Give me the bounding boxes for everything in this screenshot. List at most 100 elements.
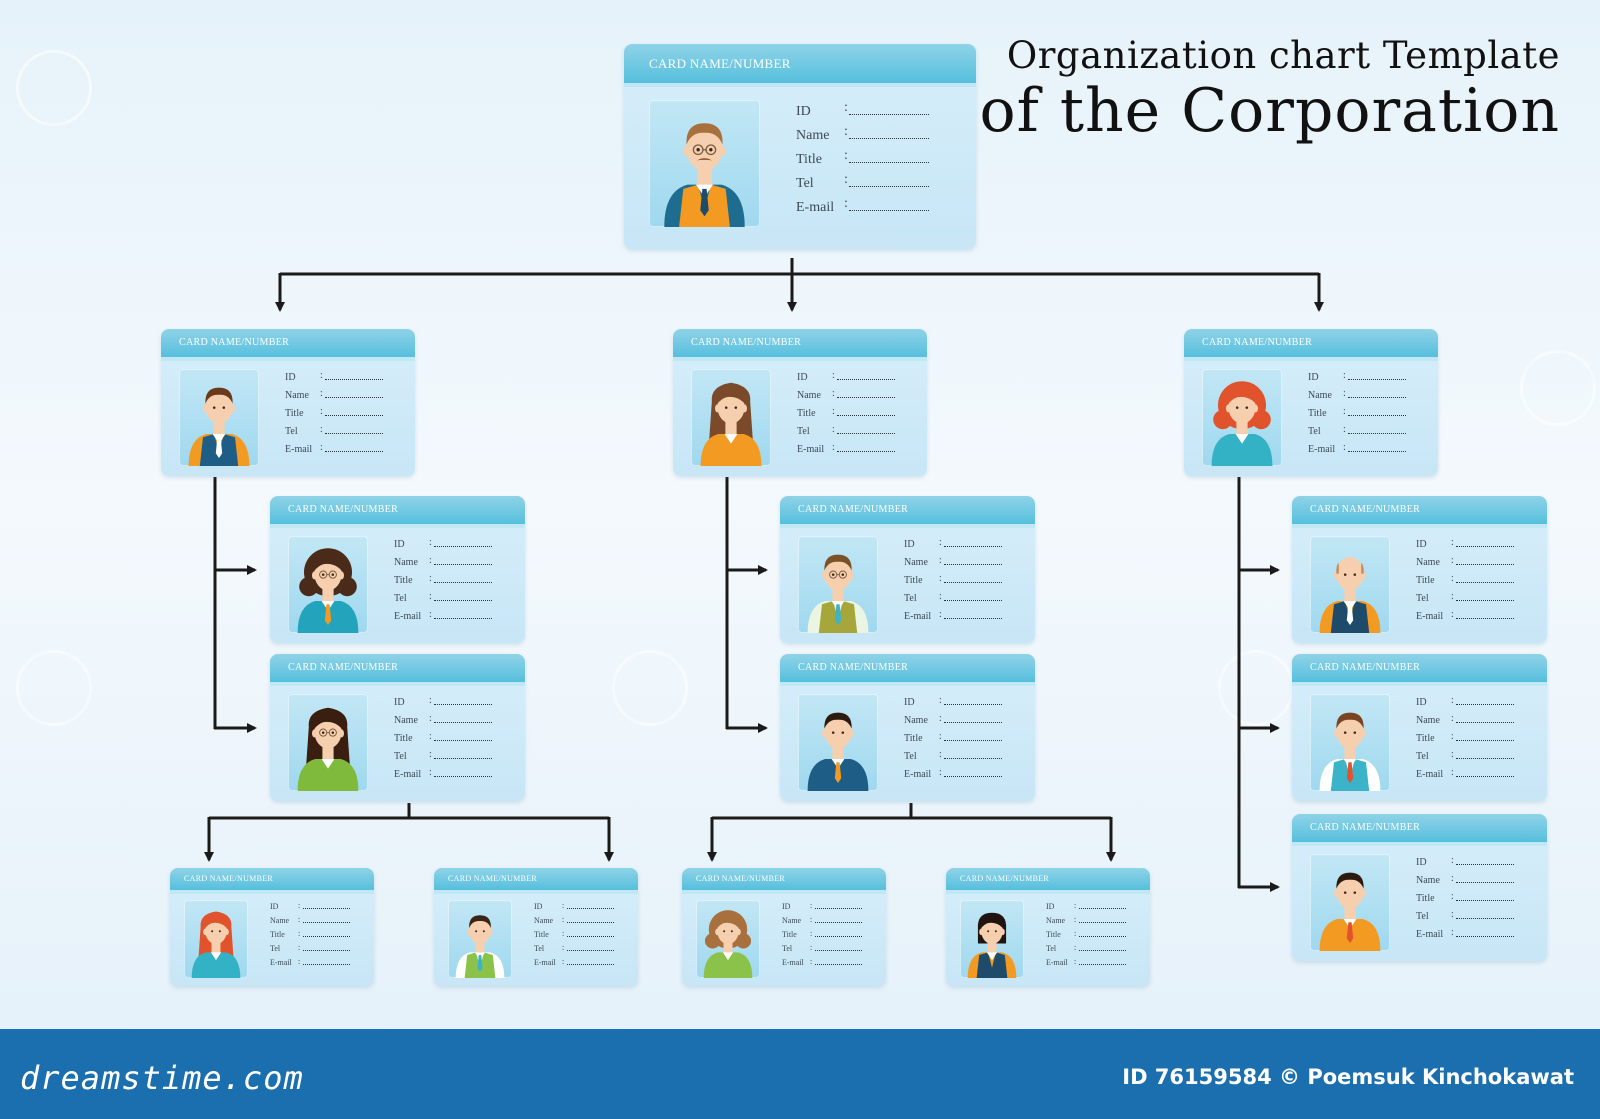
field-tel: Tel	[270, 943, 350, 958]
field-blank	[939, 713, 1002, 724]
watermark-icon	[16, 650, 92, 726]
field-email: E-mail	[394, 767, 492, 787]
field-id: ID	[1416, 855, 1514, 875]
footer-credit: ID 76159584 © Poemsuk Kinchokawat	[1122, 1065, 1574, 1089]
org-card-bottom-2: CARD NAME/NUMBERIDNameTitleTelE-mail	[434, 868, 638, 986]
field-id: ID	[1046, 901, 1126, 916]
field-email: E-mail	[1416, 767, 1514, 787]
org-card-right-staff-1: CARD NAME/NUMBERIDNameTitleTelE-mail	[1292, 496, 1547, 643]
org-card-bottom-1: CARD NAME/NUMBERIDNameTitleTelE-mail	[170, 868, 374, 986]
field-name: Name	[782, 915, 862, 930]
field-id: ID	[534, 901, 614, 916]
field-label: E-mail	[1308, 444, 1336, 455]
field-blank	[1343, 370, 1406, 381]
field-label: ID	[796, 104, 811, 119]
field-label: E-mail	[904, 611, 932, 622]
field-email: E-mail	[1308, 442, 1406, 462]
field-email: E-mail	[904, 609, 1002, 629]
field-blank	[810, 901, 862, 910]
card-header: CARD NAME/NUMBER	[682, 868, 886, 894]
avatar-woman-red-hair-teal-top	[184, 900, 248, 978]
field-blank	[1451, 909, 1514, 920]
card-header: CARD NAME/NUMBER	[270, 654, 525, 686]
card-header: CARD NAME/NUMBER	[1292, 814, 1547, 846]
field-blank	[1451, 609, 1514, 620]
field-label: Tel	[1416, 751, 1429, 762]
watermark-icon	[1520, 350, 1596, 426]
field-title: Title	[1046, 929, 1126, 944]
field-label: Name	[270, 916, 290, 925]
field-label: Tel	[534, 944, 545, 953]
field-blank	[562, 915, 614, 924]
card-header: CARD NAME/NUMBER	[161, 329, 415, 361]
avatar-man-teal-vest-red-tie	[1310, 694, 1390, 791]
avatar-man-blue-vest	[179, 369, 259, 466]
field-blank	[1451, 767, 1514, 778]
card-fields: IDNameTitleTelE-mail	[796, 100, 929, 224]
field-email: E-mail	[394, 609, 492, 629]
field-email: E-mail	[1046, 957, 1126, 972]
field-blank	[939, 767, 1002, 778]
field-tel: Tel	[394, 591, 492, 611]
field-label: E-mail	[1046, 958, 1068, 967]
field-blank	[429, 609, 492, 620]
watermark-icon	[1218, 650, 1294, 726]
field-id: ID	[394, 695, 492, 715]
field-title: Title	[270, 929, 350, 944]
field-name: Name	[394, 713, 492, 733]
card-fields: ID NameTitleTelE-mail	[1308, 370, 1406, 462]
field-blank	[939, 695, 1002, 706]
org-card-ceo: CARD NAME/NUMBERIDNameTitleTelE-mail	[624, 44, 976, 249]
field-id: ID	[782, 901, 862, 916]
watermark-icon	[16, 50, 92, 126]
field-blank	[832, 424, 895, 435]
field-name: Name	[1308, 388, 1406, 408]
field-tel: Tel	[1308, 424, 1406, 444]
avatar-woman-long-hair-green-top	[288, 694, 368, 791]
field-blank	[810, 929, 862, 938]
field-title: Title	[534, 929, 614, 944]
field-blank	[939, 591, 1002, 602]
card-header: CARD NAME/NUMBER	[1184, 329, 1438, 361]
field-label: Tel	[796, 176, 814, 191]
field-name: Name	[1046, 915, 1126, 930]
field-title: Title	[1308, 406, 1406, 426]
field-tel: Tel	[797, 424, 895, 444]
field-blank	[1451, 873, 1514, 884]
field-tel: Tel	[904, 749, 1002, 769]
field-blank	[939, 749, 1002, 760]
watermark-icon	[612, 650, 688, 726]
field-label: Name	[285, 390, 309, 401]
field-blank	[1451, 555, 1514, 566]
avatar-woman-bob-hair-orange-top	[960, 900, 1024, 978]
field-label: E-mail	[534, 958, 556, 967]
card-fields: IDNameTitleTelE-mail	[1416, 695, 1514, 787]
chart-title-line-1: Organization chart Template	[1006, 34, 1560, 77]
field-id: ID	[1416, 695, 1514, 715]
org-card-bottom-4: CARD NAME/NUMBERIDNameTitleTelE-mail	[946, 868, 1150, 986]
avatar-woman-curly-hair-green-top	[696, 900, 760, 978]
field-label: Tel	[394, 751, 407, 762]
card-fields: IDNameTitleTelE-mail	[797, 370, 895, 462]
field-blank	[832, 442, 895, 453]
avatar-man-glasses-olive-vest	[798, 536, 878, 633]
field-label: Name	[1416, 715, 1440, 726]
org-card-right-staff-2: CARD NAME/NUMBERIDNameTitleTelE-mail	[1292, 654, 1547, 801]
field-label: ID	[1308, 372, 1319, 383]
org-card-center-staff-1: CARD NAME/NUMBERIDNameTitleTelE-mail	[780, 496, 1035, 643]
field-label: E-mail	[270, 958, 292, 967]
field-blank	[1451, 891, 1514, 902]
field-label: E-mail	[1416, 611, 1444, 622]
field-label: ID	[394, 697, 405, 708]
field-label: Tel	[270, 944, 281, 953]
card-header: CARD NAME/NUMBER	[434, 868, 638, 894]
footer-bar: dreamstime.com ID 76159584 © Poemsuk Kin…	[0, 1029, 1600, 1119]
field-blank	[939, 573, 1002, 584]
field-tel: Tel	[534, 943, 614, 958]
field-name: Name	[1416, 873, 1514, 893]
field-label: ID	[1416, 857, 1427, 868]
field-blank	[320, 424, 383, 435]
field-tel: Tel	[394, 749, 492, 769]
field-blank	[844, 172, 929, 188]
field-name: Name	[797, 388, 895, 408]
